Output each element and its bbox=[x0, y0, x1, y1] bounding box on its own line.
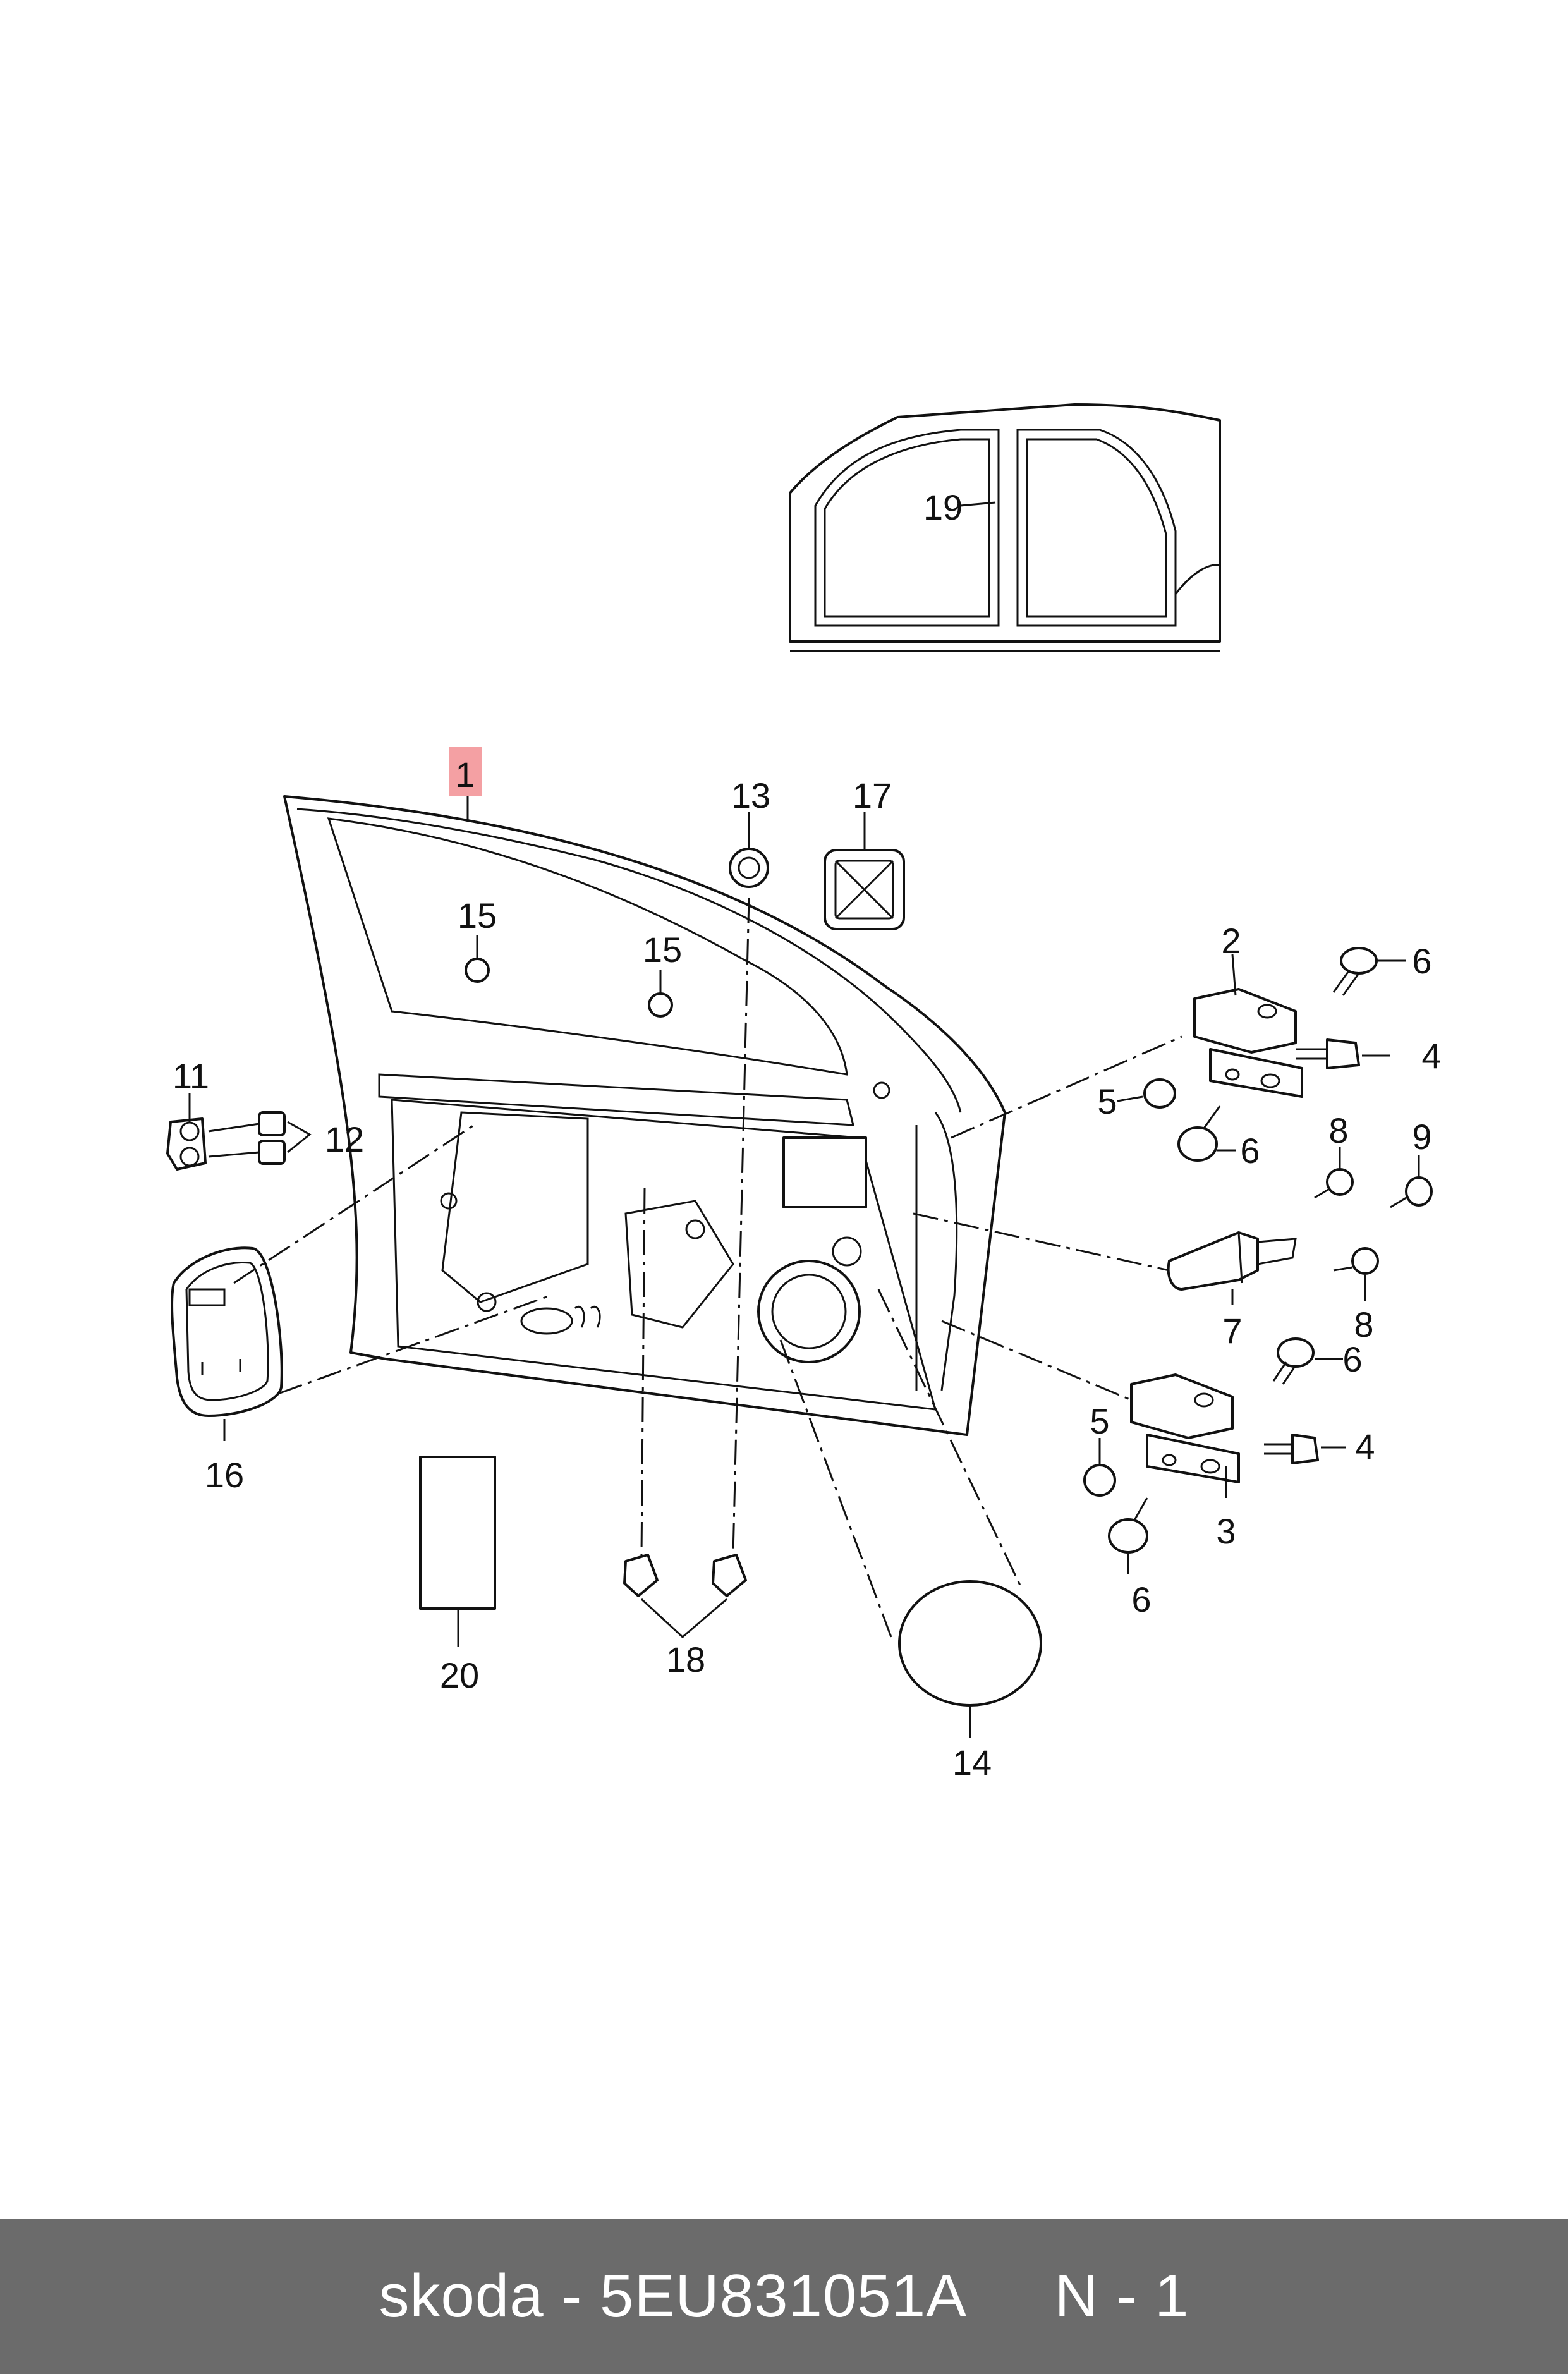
footer-bar: skoda - 5EU831051A N - 1 bbox=[0, 2219, 1568, 2374]
label-11: 11 bbox=[173, 1056, 209, 1096]
bolt-8-upper bbox=[1314, 1168, 1354, 1199]
lower-hinge bbox=[1130, 1373, 1240, 1483]
label-12: 12 bbox=[325, 1119, 364, 1159]
cap-5-lower bbox=[1083, 1464, 1116, 1497]
footer-part-number: 5EU831051A bbox=[599, 2262, 968, 2330]
highlight-box bbox=[449, 747, 482, 796]
cover-plate-17 bbox=[824, 849, 905, 930]
label-8-lower: 8 bbox=[1354, 1305, 1373, 1344]
connector-lines bbox=[233, 897, 1182, 1638]
bolt-9 bbox=[1390, 1176, 1433, 1208]
speaker-cover-14 bbox=[898, 1580, 1042, 1707]
nut-18-left bbox=[623, 1554, 659, 1597]
bolt-6-mid bbox=[1272, 1337, 1315, 1385]
label-13: 13 bbox=[731, 776, 770, 815]
upper-hinge bbox=[1193, 988, 1303, 1098]
label-5-upper: 5 bbox=[1097, 1081, 1117, 1121]
car-body-silhouette bbox=[789, 403, 1221, 652]
label-6-mid: 6 bbox=[1342, 1339, 1362, 1379]
bolt-8-lower bbox=[1333, 1247, 1379, 1275]
footer-spacer bbox=[967, 2261, 1054, 2331]
nut-18-right bbox=[712, 1554, 747, 1597]
bolt-4-lower bbox=[1264, 1434, 1319, 1464]
label-15-right: 15 bbox=[643, 930, 682, 970]
label-7: 7 bbox=[1222, 1311, 1242, 1351]
label-1: 1 bbox=[455, 755, 475, 794]
label-2: 2 bbox=[1221, 921, 1241, 961]
footer-separator: - bbox=[544, 2262, 600, 2330]
leader-lines bbox=[188, 796, 1420, 1738]
part-labels: 1 2 3 4 4 5 5 6 6 6 6 7 8 8 9 11 12 13 1… bbox=[173, 487, 1442, 1782]
label-15-left: 15 bbox=[458, 896, 497, 935]
label-5-lower: 5 bbox=[1090, 1401, 1109, 1441]
bolt-6-bottom bbox=[1108, 1497, 1148, 1554]
label-18: 18 bbox=[666, 1640, 705, 1679]
footer-page-ref: N - 1 bbox=[1054, 2262, 1189, 2330]
label-4-upper: 4 bbox=[1421, 1036, 1441, 1076]
striker-bracket bbox=[166, 1117, 207, 1171]
label-3: 3 bbox=[1216, 1511, 1236, 1551]
bracket-screws bbox=[208, 1111, 286, 1165]
label-6-upper: 6 bbox=[1240, 1131, 1260, 1171]
label-8-upper: 8 bbox=[1328, 1111, 1348, 1150]
label-20: 20 bbox=[440, 1655, 479, 1695]
parts-diagram: 1 2 3 4 4 5 5 6 6 6 6 7 8 8 9 11 12 13 1… bbox=[166, 403, 1442, 1782]
footer-brand: skoda bbox=[379, 2262, 544, 2330]
label-19: 19 bbox=[923, 487, 963, 527]
label-6-top: 6 bbox=[1412, 941, 1431, 981]
label-17: 17 bbox=[853, 776, 892, 815]
bolt-6-upper bbox=[1332, 947, 1378, 996]
grommet-13 bbox=[729, 848, 769, 888]
plug-15-right bbox=[648, 992, 673, 1018]
cap-5-upper bbox=[1143, 1078, 1176, 1109]
adhesive-sheet-20 bbox=[419, 1456, 496, 1610]
bolt-4-upper bbox=[1296, 1038, 1360, 1069]
plug-15-left bbox=[465, 958, 490, 983]
bolt-6-lower-upper bbox=[1177, 1105, 1221, 1162]
label-4-lower: 4 bbox=[1355, 1427, 1375, 1466]
window-regulator-module bbox=[171, 1246, 283, 1417]
label-9: 9 bbox=[1412, 1117, 1431, 1157]
front-door-shell bbox=[283, 795, 1006, 1436]
label-14: 14 bbox=[952, 1743, 992, 1782]
label-16: 16 bbox=[205, 1455, 244, 1495]
door-check-strap bbox=[1167, 1231, 1297, 1291]
label-6-bottom: 6 bbox=[1131, 1580, 1151, 1619]
